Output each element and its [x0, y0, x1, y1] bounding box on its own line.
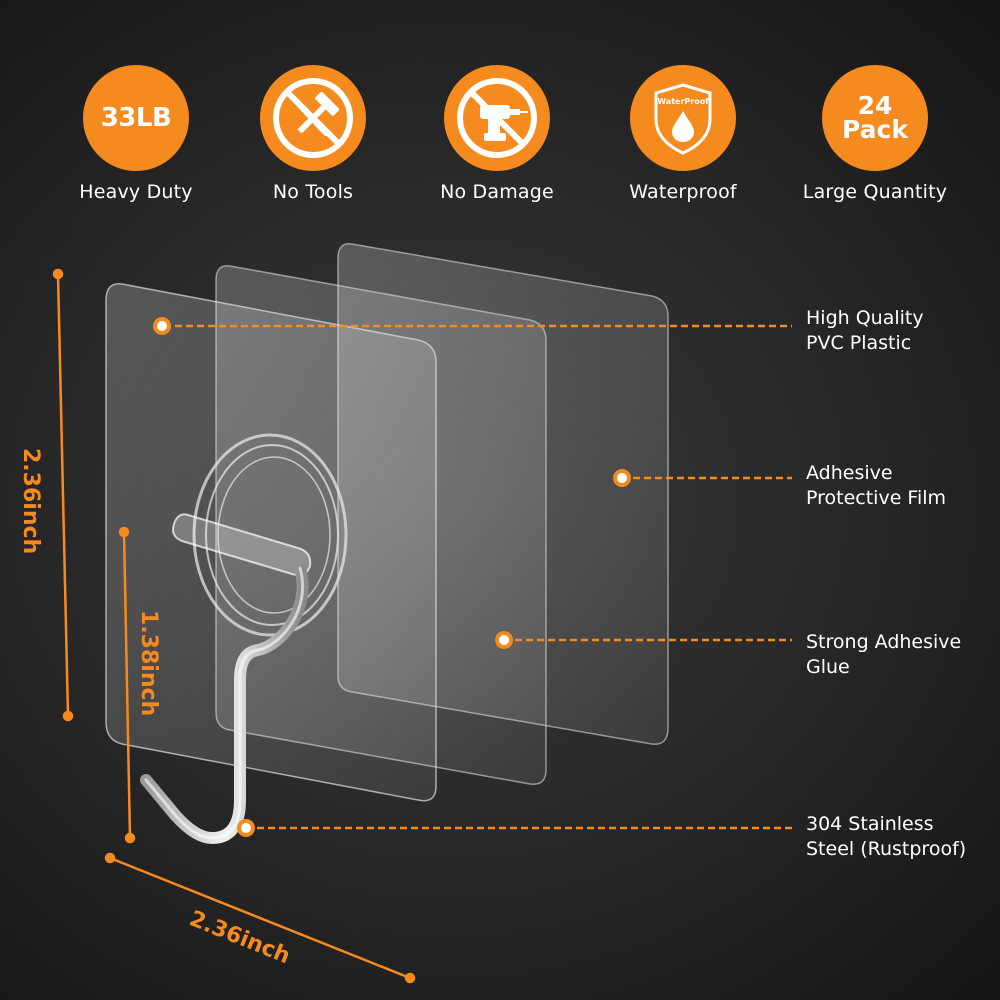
callout-dots [153, 317, 631, 837]
water-drop-shield-icon: WaterProof [630, 65, 736, 171]
feature-large-quantity: 24 Pack Large Quantity [780, 65, 970, 203]
feature-label: Large Quantity [802, 181, 948, 203]
callout-stainless-steel: 304 Stainless Steel (Rustproof) [806, 812, 966, 862]
feature-label: No Tools [272, 181, 354, 203]
weight-badge: 33LB [83, 65, 189, 171]
callout-line: Adhesive [806, 462, 893, 484]
callout-line: Protective Film [806, 487, 947, 509]
callout-line: High Quality [806, 307, 924, 329]
callout-line: Steel (Rustproof) [806, 838, 967, 860]
dimension-lines [52, 268, 416, 984]
feature-label: Heavy Duty [79, 181, 193, 203]
callout-line: Strong Adhesive [806, 631, 962, 653]
callout-pvc-plastic: High Quality PVC Plastic [806, 306, 924, 356]
callout-adhesive-glue: Strong Adhesive Glue [806, 630, 961, 680]
pack-badge: 24 Pack [822, 65, 928, 171]
feature-label: Waterproof [629, 181, 737, 203]
feature-no-damage: No Damage [402, 65, 592, 203]
width-dimension-label: 2.36inch [186, 906, 294, 969]
waterproof-badge-text: WaterProof [657, 97, 709, 106]
badge-weight-text: 33LB [100, 103, 172, 133]
pack-count: 24 [857, 91, 893, 120]
callout-protective-film: Adhesive Protective Film [806, 461, 946, 511]
feature-no-tools: No Tools [218, 65, 408, 203]
front-sheet [105, 283, 437, 802]
callout-line: PVC Plastic [806, 332, 912, 354]
callout-lines [164, 324, 792, 830]
feature-waterproof: WaterProof Waterproof [588, 65, 778, 203]
callout-line: 304 Stainless [806, 813, 934, 835]
feature-heavy-duty: 33LB Heavy Duty [41, 65, 231, 203]
height-dimension-label: 2.36inch [18, 448, 43, 554]
feature-label: No Damage [440, 181, 554, 203]
no-tools-icon [260, 65, 366, 171]
callout-line: Glue [806, 656, 850, 678]
hook-height-dimension-label: 1.38inch [136, 610, 161, 716]
hook-base [192, 433, 348, 637]
pack-word: Pack [842, 115, 908, 144]
hook-bar [172, 513, 312, 576]
no-drill-icon [444, 65, 550, 171]
